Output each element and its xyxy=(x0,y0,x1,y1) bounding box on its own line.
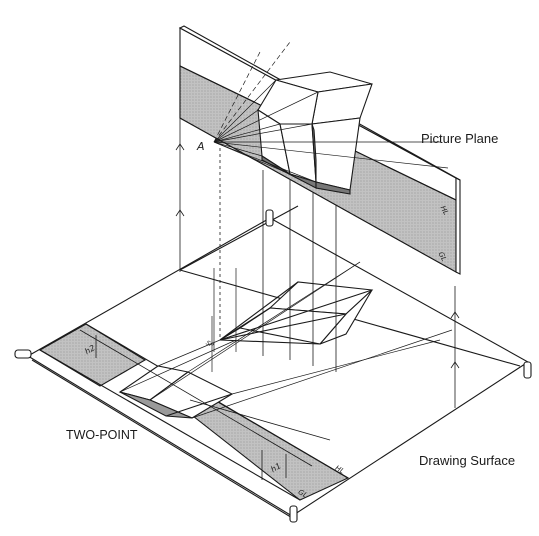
plan-view-object xyxy=(219,281,374,345)
picture-projectors xyxy=(213,41,449,183)
two-point-label: TWO-POINT xyxy=(66,428,138,442)
mark-a: A xyxy=(196,140,205,153)
pin-right xyxy=(523,361,532,379)
mark-h2: h2 xyxy=(83,343,96,356)
vertical-construction xyxy=(175,118,460,408)
pin-bottom xyxy=(289,505,298,523)
mark-hl-picture: HL xyxy=(439,205,450,217)
picture-object xyxy=(257,71,373,195)
mark-h1: h1 xyxy=(269,461,282,474)
mark-sp: SP xyxy=(205,339,215,349)
mark-hl-surface: HL xyxy=(334,464,346,476)
height-dimensions xyxy=(79,329,331,480)
mark-gl-picture: GL xyxy=(437,251,448,263)
picture-plane-label: Picture Plane xyxy=(421,131,499,146)
gl-line-surface xyxy=(39,349,301,501)
mark-gl-surface: GL xyxy=(297,488,309,500)
pin-top xyxy=(265,209,274,227)
drawing-surface xyxy=(14,205,532,523)
surface-projectors xyxy=(119,261,453,419)
pin-left xyxy=(14,349,32,359)
surface-diagonal xyxy=(179,205,299,271)
drawing-surface-label: Drawing Surface xyxy=(419,453,516,468)
picture-plane-edge xyxy=(455,177,461,275)
sheet-roll xyxy=(31,359,295,520)
ground-band-shade xyxy=(38,323,147,387)
